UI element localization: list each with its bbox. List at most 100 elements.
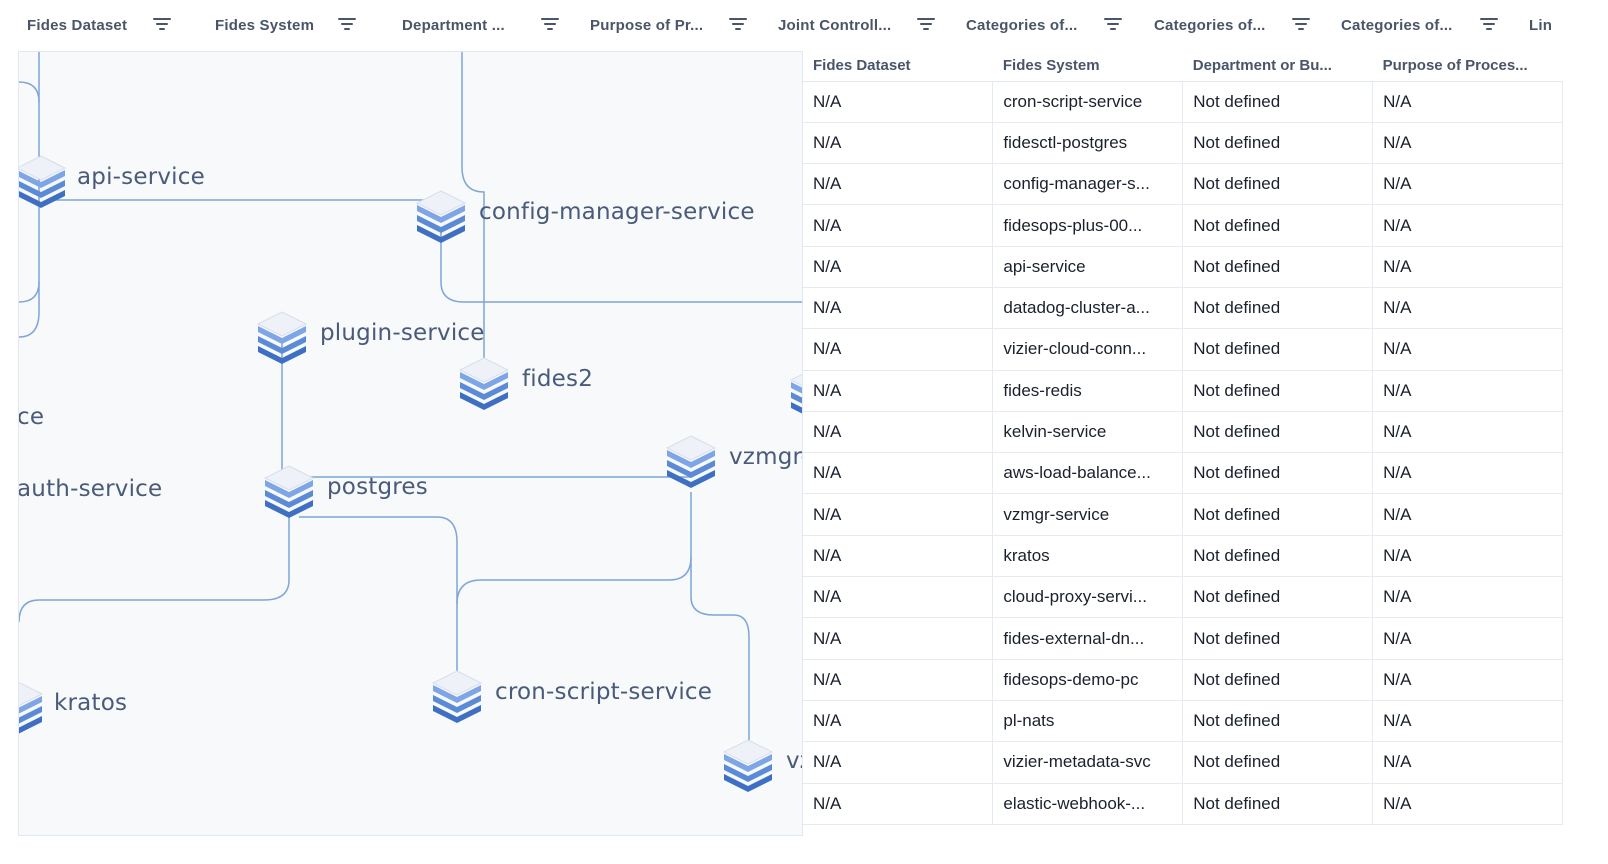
graph-edge (299, 516, 458, 692)
filter-icon[interactable] (729, 17, 747, 31)
table-cell: vzmgr-service (992, 493, 1184, 536)
table-cell: Not defined (1182, 783, 1374, 825)
filter-categories-1[interactable]: Categories of... (966, 0, 1078, 50)
filter-purpose[interactable]: Purpose of Pr... (590, 0, 703, 50)
column-header-purpose[interactable]: Purpose of Proces... (1372, 51, 1563, 82)
table-cell: pl-nats (992, 700, 1184, 743)
table-cell: N/A (803, 370, 994, 412)
filter-label: Categories of... (966, 16, 1078, 34)
filter-label: Lin (1529, 16, 1553, 34)
node-label: vz (786, 748, 802, 774)
graph-edge (456, 492, 692, 605)
filter-icon[interactable] (917, 17, 935, 31)
table-cell: N/A (1372, 741, 1563, 784)
table-header-row: Fides Dataset Fides System Department or… (803, 51, 1563, 82)
filter-icon[interactable] (338, 17, 356, 31)
database-stack-icon (263, 465, 315, 518)
graph-edge (19, 517, 290, 623)
filter-label: Fides Dataset (27, 16, 128, 34)
filter-joint-controller[interactable]: Joint Controll... (778, 0, 891, 50)
table-cell: vizier-cloud-conn... (992, 328, 1184, 371)
table-cell: Not defined (1182, 700, 1374, 743)
table-cell: N/A (803, 163, 994, 206)
node-label-auth-service: auth-service (18, 476, 163, 502)
filter-link[interactable]: Lin (1529, 0, 1552, 50)
database-stack-icon (19, 681, 44, 734)
table-cell: cloud-proxy-servi... (992, 576, 1184, 619)
node-label: api-service (77, 164, 205, 190)
filter-icon[interactable] (1480, 17, 1498, 31)
table-cell: N/A (803, 452, 994, 495)
table-cell: N/A (1372, 783, 1563, 825)
table-cell: N/A (1372, 535, 1563, 578)
table-cell: N/A (803, 122, 994, 165)
filter-icon[interactable] (1292, 17, 1310, 31)
database-stack-icon (458, 357, 510, 410)
filter-label: Joint Controll... (778, 16, 892, 34)
filter-department[interactable]: Department ... (402, 0, 505, 50)
node-label: fides2 (522, 366, 594, 392)
table-cell: api-service (992, 246, 1184, 288)
filter-fides-dataset[interactable]: Fides Dataset (27, 0, 127, 50)
table-cell: Not defined (1182, 287, 1374, 330)
table-cell: fidesops-plus-00... (992, 204, 1184, 247)
graph-edges (19, 52, 802, 762)
table-cell: N/A (803, 411, 994, 454)
filter-fides-system[interactable]: Fides System (215, 0, 314, 50)
table-cell: Not defined (1182, 535, 1374, 578)
filter-icon[interactable] (1104, 17, 1122, 31)
table-cell: N/A (1372, 163, 1563, 206)
filter-categories-2[interactable]: Categories of... (1154, 0, 1266, 50)
filter-icon[interactable] (153, 17, 171, 31)
database-stack-icon (256, 311, 308, 364)
filter-label: Fides System (215, 16, 315, 34)
table-cell: fidesops-demo-pc (992, 659, 1184, 701)
table-cell: N/A (803, 741, 994, 784)
filter-categories-3[interactable]: Categories of... (1341, 0, 1453, 50)
graph-panel[interactable]: api-service config-manager-service plugi… (18, 51, 803, 836)
column-header-department[interactable]: Department or Bu... (1182, 51, 1373, 82)
database-stack-icon (431, 670, 483, 723)
column-header-fides-dataset[interactable]: Fides Dataset (803, 51, 993, 82)
table-cell: N/A (803, 328, 994, 371)
table-cell: Not defined (1182, 493, 1374, 536)
graph-edge (440, 232, 802, 303)
graph-edge (19, 81, 40, 103)
table-cell: N/A (1372, 81, 1563, 123)
table-cell: fides-redis (992, 370, 1184, 412)
table-cell: Not defined (1182, 163, 1374, 206)
column-header-fides-system[interactable]: Fides System (992, 51, 1183, 82)
table-cell: fidesctl-postgres (992, 122, 1184, 165)
node-label: config-manager-service (479, 199, 755, 225)
node-label: plugin-service (320, 320, 485, 346)
filter-icon[interactable] (541, 17, 559, 31)
graph-edge (19, 281, 40, 303)
table-cell: N/A (1372, 493, 1563, 536)
graph-edge (690, 557, 750, 762)
graph-edge (461, 52, 485, 382)
table-cell: Not defined (1182, 246, 1374, 288)
table-cell: vizier-metadata-svc (992, 741, 1184, 784)
node-label-partial-ce: ce (18, 404, 45, 430)
table-cell: N/A (1372, 700, 1563, 743)
table-cell: Not defined (1182, 204, 1374, 247)
